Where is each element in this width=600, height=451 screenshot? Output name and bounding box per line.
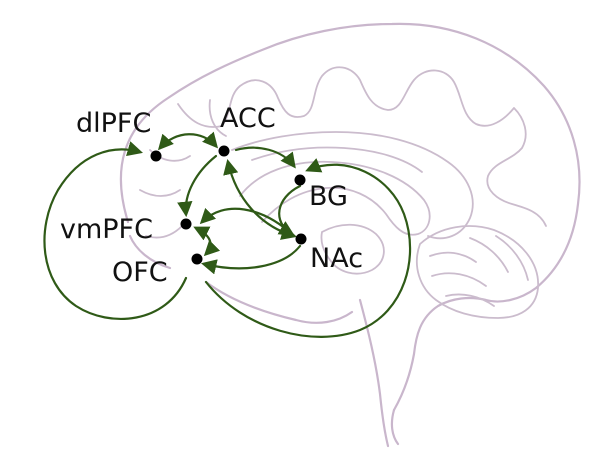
connection-dlpfc-acc	[157, 131, 219, 151]
connection-ofc-to-bg	[204, 158, 412, 338]
node-vmpfc	[180, 218, 192, 230]
label-bg: BG	[309, 181, 348, 212]
thalamus	[320, 223, 385, 275]
connection-vmpfc-ofc	[193, 226, 221, 257]
brainstem-outline	[358, 298, 400, 448]
connection-ofc-to-dlpfc	[43, 141, 188, 321]
node-ofc	[191, 253, 203, 265]
connection-bg-to-nac	[277, 184, 302, 236]
cortex-outline	[119, 22, 581, 412]
label-acc: ACC	[220, 103, 276, 134]
frontal-gyri	[139, 99, 227, 239]
gyri-inner	[231, 131, 474, 240]
node-acc	[218, 145, 230, 157]
node-dlpfc	[150, 150, 162, 162]
connection-acc-to-vmpfc	[177, 154, 218, 218]
gyri	[177, 66, 547, 227]
label-nac: NAc	[310, 243, 363, 274]
labels: dlPFC ACC BG vmPFC NAc OFC	[60, 103, 363, 288]
connection-nac-to-ofc	[201, 244, 302, 275]
nodes	[150, 145, 307, 265]
label-dlpfc: dlPFC	[76, 108, 151, 139]
corpus-callosum	[239, 160, 431, 236]
label-ofc: OFC	[112, 257, 168, 288]
temporal-lobe-outline	[128, 234, 354, 324]
label-vmpfc: vmPFC	[60, 214, 153, 245]
cerebellum	[416, 225, 539, 319]
brain-outline	[119, 22, 581, 448]
node-nac	[295, 233, 307, 245]
node-bg	[294, 174, 306, 186]
connections	[43, 131, 412, 338]
